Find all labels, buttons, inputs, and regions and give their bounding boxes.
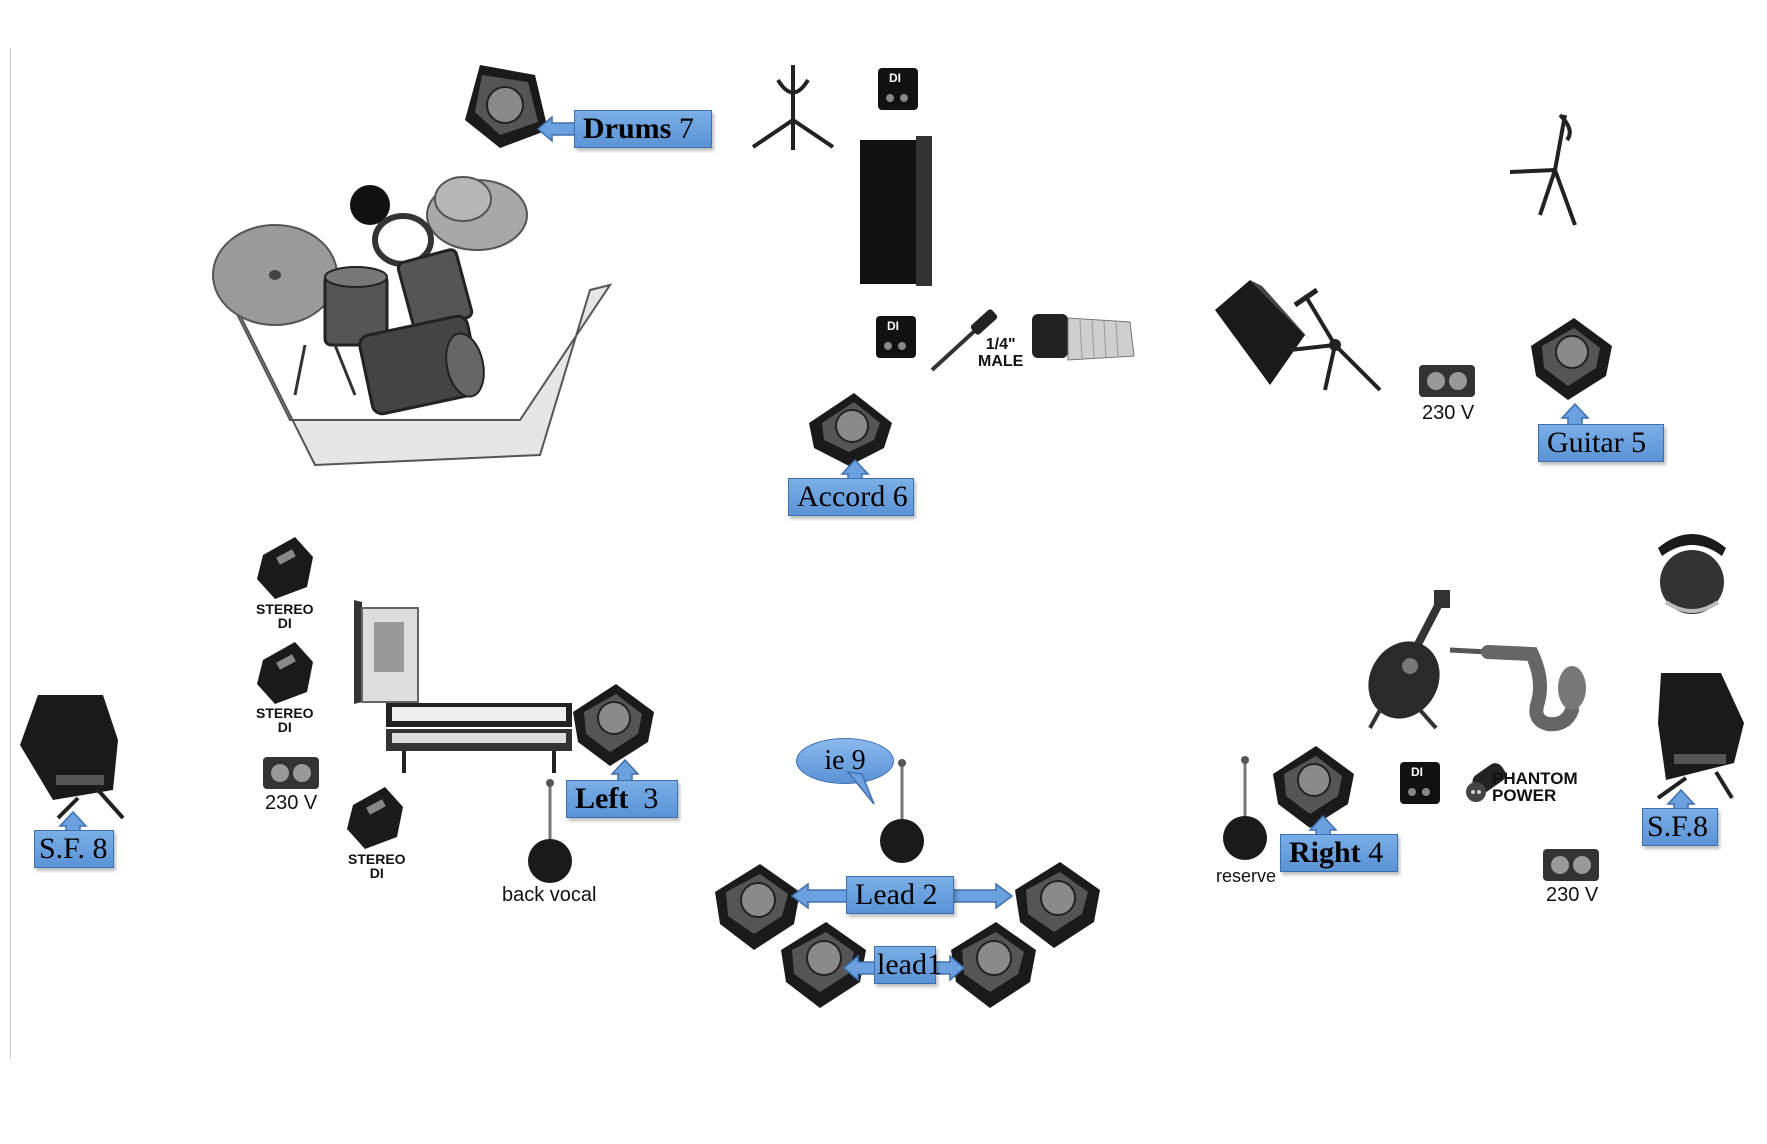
power-230v-label: 230 V [265, 792, 318, 814]
microphone-icon [880, 759, 924, 863]
callout-ie9: ie 9 [796, 738, 894, 784]
di-label: DI [887, 319, 899, 333]
stereo-di-label: STEREO DI [256, 601, 314, 631]
di-box-icon [878, 68, 918, 110]
callout-guitar: Guitar 5 [1538, 424, 1664, 462]
bubble-tail-ie9 [846, 770, 875, 805]
chair-icon [1658, 534, 1726, 614]
power-outlet-icon [1419, 365, 1475, 397]
power-outlet-icon [1543, 849, 1599, 881]
side-fill-speaker-right [1656, 673, 1744, 800]
callout-lead2: Lead 2 [846, 876, 954, 914]
callout-sf-right: S.F.8 [1642, 808, 1718, 846]
stereo-di-label: STEREO DI [256, 705, 314, 735]
left-border-line [10, 48, 11, 1058]
mic-stand-icon [1509, 113, 1577, 226]
quarter-inch-label: 1/4" MALE [978, 336, 1024, 370]
di-label: DI [889, 71, 901, 85]
callout-drums: Drums 7 [574, 110, 712, 148]
power-outlet-icon [263, 757, 319, 789]
quarter-inch-jack-icon [930, 309, 998, 372]
accordion-icon [1032, 314, 1135, 361]
di-box-icon [876, 316, 916, 358]
monitor-wedge-right [1273, 746, 1354, 828]
power-230v-label: 230 V [1422, 402, 1475, 424]
reserve-label: reserve [1216, 866, 1277, 886]
monitor-wedge-guitar [1531, 318, 1612, 400]
back-vocal-label: back vocal [502, 884, 597, 906]
monitor-wedge-lead1-left [781, 922, 866, 1008]
laptop-icon [354, 600, 419, 704]
side-fill-speaker-left [20, 695, 125, 820]
arrow-guitar [1560, 402, 1590, 427]
di-label: DI [1411, 765, 1423, 779]
xlr-connector-icon [1466, 763, 1506, 802]
microphone-icon [1223, 756, 1267, 860]
monitor-wedge-lead1-right [951, 922, 1036, 1008]
mic-stand-icon [751, 65, 835, 150]
callout-left: Left 3 [566, 780, 678, 818]
microphone-icon [528, 779, 572, 883]
stereo-di-box-icon [347, 787, 403, 849]
stereo-di-box-icon [257, 537, 313, 599]
stereo-di-label: STEREO DI [348, 851, 406, 881]
callout-right: Right 4 [1280, 834, 1398, 872]
drum-kit-icon [212, 176, 528, 416]
stereo-di-box-icon [257, 642, 313, 704]
callout-lead1: lead1 [874, 946, 942, 984]
guitar-amp-icon [1215, 280, 1310, 385]
monitor-wedge-lead2-right [1015, 862, 1100, 948]
acoustic-guitar-icon [1368, 590, 1450, 730]
monitor-wedge-drums [465, 65, 548, 148]
callout-sf-left: S.F. 8 [34, 830, 114, 868]
power-230v-label: 230 V [1546, 884, 1599, 906]
speaker-cabinet-icon [860, 136, 932, 286]
monitor-wedge-accord [809, 393, 892, 466]
callout-accord: Accord 6 [788, 478, 914, 516]
arrow-accord [840, 458, 870, 481]
monitor-wedge-left [573, 684, 654, 766]
monitor-wedge-lead2-left [715, 864, 800, 950]
arrow-left [610, 758, 640, 783]
phantom-power-label: PHANTOM POWER [1492, 769, 1578, 805]
mic-stand-icon [1289, 287, 1382, 392]
di-box-icon [1400, 762, 1440, 804]
saxophone-icon [1449, 645, 1586, 732]
keyboard-icon [386, 703, 572, 773]
